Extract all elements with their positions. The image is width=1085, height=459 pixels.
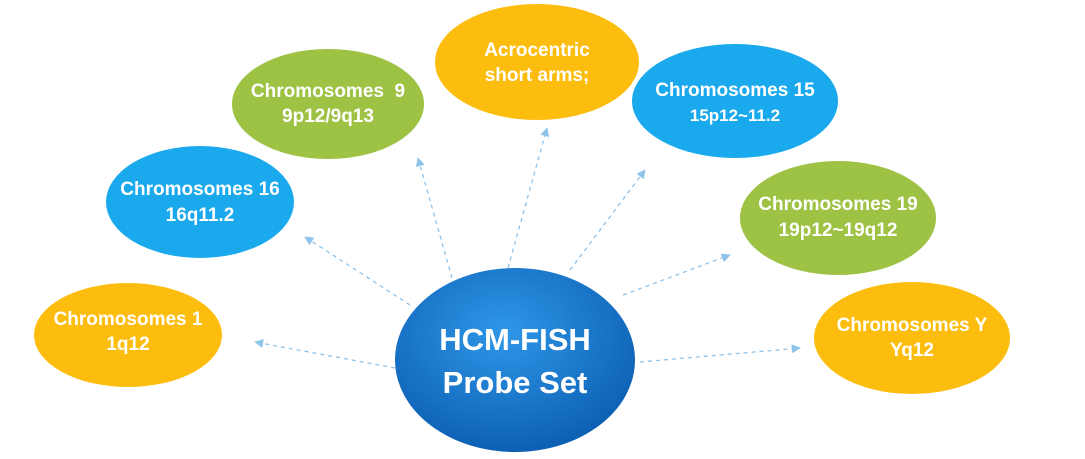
center-line1: HCM-FISH xyxy=(439,322,591,357)
arrow-to-chr19 xyxy=(622,253,731,296)
node-chr16-bubble xyxy=(106,146,294,258)
node-chr19: Chromosomes 19 19p12~19q12 xyxy=(740,161,936,275)
connector-arrows xyxy=(254,127,801,369)
node-chr16-line1: Chromosomes 16 xyxy=(120,179,279,200)
node-chrY: Chromosomes Y Yq12 xyxy=(814,282,1010,394)
node-acro-line2: short arms; xyxy=(485,65,590,86)
center-bubble xyxy=(395,268,635,452)
node-chr1-bubble xyxy=(34,283,222,387)
node-chrY-line1: Chromosomes Y xyxy=(837,315,988,336)
node-chr1: Chromosomes 1 1q12 xyxy=(34,283,222,387)
arrow-to-acro xyxy=(507,127,550,269)
node-acro: Acrocentric short arms; xyxy=(435,4,639,120)
node-chr19-line2: 19p12~19q12 xyxy=(779,220,898,241)
node-chr9: Chromosomes 9 9p12/9q13 xyxy=(232,49,424,159)
node-chr9-line2: 9p12/9q13 xyxy=(282,106,374,127)
node-chr15-line1: Chromosomes 15 xyxy=(655,80,815,101)
center-line2: Probe Set xyxy=(443,365,588,400)
arrow-to-chrY xyxy=(639,344,801,363)
arrow-to-chr15 xyxy=(569,169,646,271)
node-chrY-line2: Yq12 xyxy=(890,340,934,361)
arrow-to-chr9 xyxy=(415,157,453,279)
node-chr15: Chromosomes 15 15p12~11.2 xyxy=(632,44,838,158)
node-chr9-bubble xyxy=(232,49,424,159)
node-chr9-line1: Chromosomes 9 xyxy=(251,81,405,102)
center-node: HCM-FISH Probe Set xyxy=(395,268,635,452)
node-chr19-line1: Chromosomes 19 xyxy=(758,194,917,215)
arrow-to-chr16 xyxy=(304,236,411,306)
node-chr1-line2: 1q12 xyxy=(106,334,149,355)
node-acro-bubble xyxy=(435,4,639,120)
node-chrY-bubble xyxy=(814,282,1010,394)
arrow-to-chr1 xyxy=(254,339,396,369)
node-chr15-bubble xyxy=(632,44,838,158)
node-chr16-line2: 16q11.2 xyxy=(166,205,235,226)
node-chr1-line1: Chromosomes 1 xyxy=(54,309,203,330)
node-chr15-line2: 15p12~11.2 xyxy=(690,106,780,125)
node-chr19-bubble xyxy=(740,161,936,275)
node-acro-line1: Acrocentric xyxy=(484,40,590,61)
node-chr16: Chromosomes 16 16q11.2 xyxy=(106,146,294,258)
